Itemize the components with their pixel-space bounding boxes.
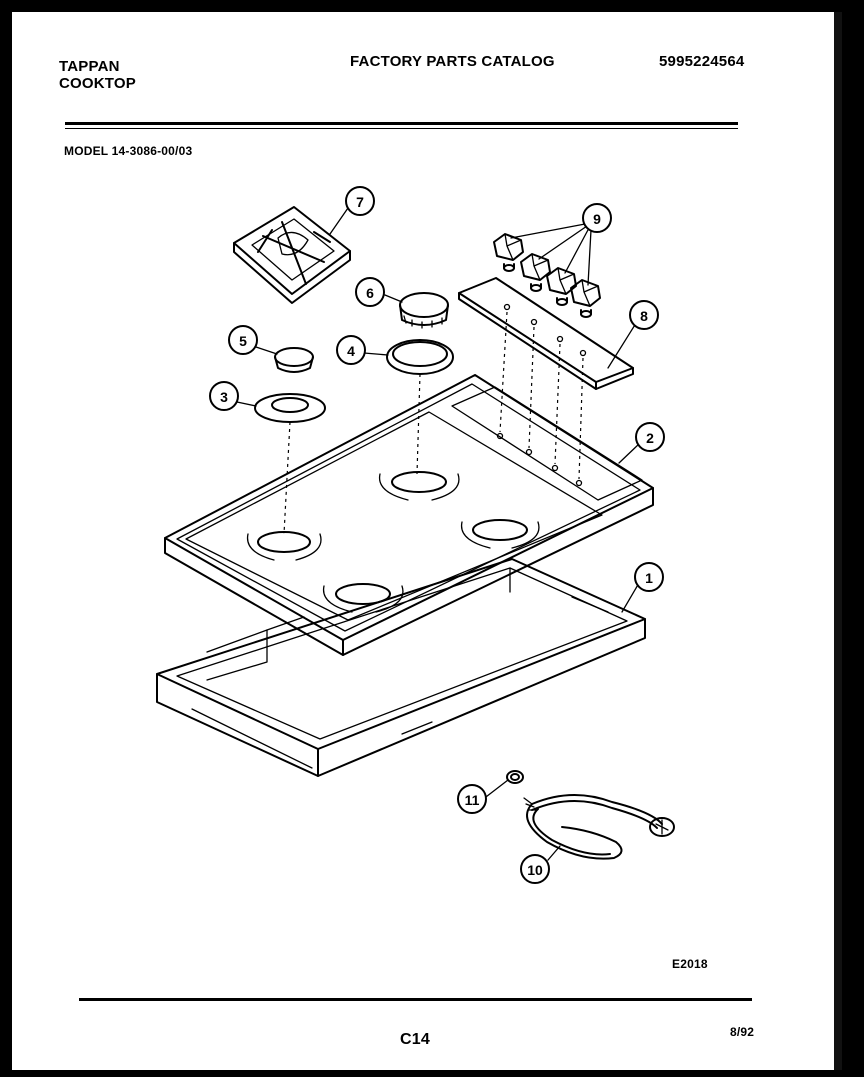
catalog-title: FACTORY PARTS CATALOG: [350, 53, 555, 70]
catalog-sheet: TAPPAN COOKTOP FACTORY PARTS CATALOG 599…: [12, 12, 842, 1070]
svg-text:10: 10: [527, 862, 543, 878]
callout-9: 9: [582, 203, 612, 233]
page-number: C14: [400, 1031, 430, 1048]
callout-1: 1: [634, 562, 664, 592]
callout-6: 6: [355, 277, 385, 307]
svg-text:7: 7: [356, 194, 364, 210]
catalog-date: 8/92: [730, 1025, 755, 1039]
part-11-strain-relief: [506, 770, 524, 784]
svg-text:3: 3: [220, 389, 228, 405]
svg-text:9: 9: [593, 211, 601, 227]
svg-text:4: 4: [347, 343, 355, 359]
part-8-control-panel: [458, 277, 634, 487]
product-type: COOKTOP: [59, 75, 136, 92]
callout-4: 4: [336, 335, 366, 365]
svg-text:8: 8: [640, 308, 648, 324]
model-number: MODEL 14-3086-00/03: [64, 144, 193, 158]
part-2-cooktop-top: [164, 374, 654, 656]
header-rule: [65, 122, 738, 125]
callout-2: 2: [635, 422, 665, 452]
callout-8: 8: [629, 300, 659, 330]
svg-text:5: 5: [239, 333, 247, 349]
callout-5: 5: [228, 325, 258, 355]
part-7-grate: [233, 206, 351, 304]
part-3-trim-ring: [254, 393, 326, 535]
svg-text:1: 1: [645, 570, 653, 586]
part-6-burner-cap: [399, 292, 449, 329]
part-10-power-cord: [523, 794, 675, 860]
exploded-parts-diagram: 7 6 5 4 3 9 8 2 1 11 10: [156, 186, 675, 884]
header-rule-thin: [65, 128, 738, 129]
part-9-control-knobs: [493, 233, 601, 318]
callout-3: 3: [209, 381, 239, 411]
footer-rule: [79, 998, 752, 1001]
catalog-number: 5995224564: [659, 53, 745, 70]
part-5-burner-cap: [274, 347, 314, 373]
part-1-bottom-pan: [156, 558, 646, 777]
brand-block: TAPPAN COOKTOP: [59, 58, 136, 92]
svg-text:6: 6: [366, 285, 374, 301]
svg-text:11: 11: [465, 792, 480, 808]
callout-7: 7: [345, 186, 375, 216]
callout-11: 11: [457, 784, 487, 814]
svg-text:2: 2: [646, 430, 654, 446]
brand-name: TAPPAN: [59, 58, 120, 75]
part-4-trim-ring: [386, 339, 454, 475]
diagram-code: E2018: [672, 957, 708, 971]
callout-10: 10: [520, 854, 550, 884]
